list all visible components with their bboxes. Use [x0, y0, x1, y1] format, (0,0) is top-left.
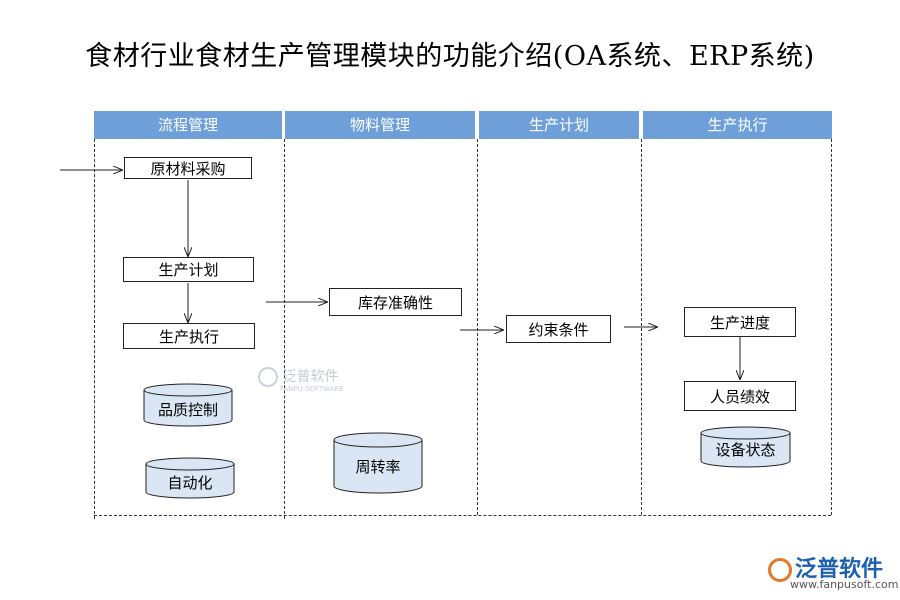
cylinder-label: 自动化: [167, 474, 213, 492]
watermark-text: 泛普软件: [282, 369, 339, 385]
box-production-progress: 生产进度: [684, 307, 796, 337]
page-title: 食材行业食材生产管理模块的功能介绍(OA系统、ERP系统): [85, 41, 815, 72]
brand-logo-text: 泛普软件: [795, 557, 884, 582]
cylinder-shape: [333, 432, 423, 494]
lane-border-bottom: [94, 515, 831, 516]
cylinder-shape: [145, 457, 235, 499]
cylinder-equipment-status: 设备状态: [700, 426, 791, 468]
lane-header-planning: 生产计划: [479, 111, 639, 139]
box-constraints: 约束条件: [506, 315, 611, 343]
watermark-sub: FANPU SOFTWARE: [280, 385, 344, 393]
brand-logo: 泛普软件: [768, 551, 883, 583]
lane-header-process: 流程管理: [94, 111, 282, 139]
lane-border-right: [831, 139, 832, 515]
cylinder-automation: 自动化: [145, 457, 235, 499]
watermark-logo-icon: [258, 367, 278, 387]
lane-divider-2: [477, 139, 478, 515]
box-raw-material-purchase: 原材料采购: [124, 157, 252, 179]
cylinder-shape: [143, 383, 233, 427]
cylinder-shape: [700, 426, 791, 468]
cylinder-label: 设备状态: [715, 441, 776, 459]
brand-logo-icon: [768, 558, 792, 582]
brand-url[interactable]: www.fanpusoft.com: [790, 578, 899, 591]
box-production-plan: 生产计划: [123, 257, 254, 282]
cylinder-turnover-rate: 周转率: [333, 432, 423, 494]
cylinder-quality-control: 品质控制: [143, 383, 233, 427]
lane-header-material: 物料管理: [285, 111, 475, 139]
cylinder-label: 品质控制: [157, 401, 218, 419]
box-staff-performance: 人员绩效: [684, 381, 796, 411]
watermark: 泛普软件 FANPU SOFTWARE: [258, 366, 344, 393]
lane-divider-1: [284, 139, 285, 519]
box-stock-accuracy: 库存准确性: [329, 288, 462, 316]
box-production-execution: 生产执行: [123, 323, 255, 349]
lane-border-left: [94, 139, 95, 519]
cylinder-label: 周转率: [355, 458, 401, 476]
lane-header-execution: 生产执行: [643, 111, 832, 139]
